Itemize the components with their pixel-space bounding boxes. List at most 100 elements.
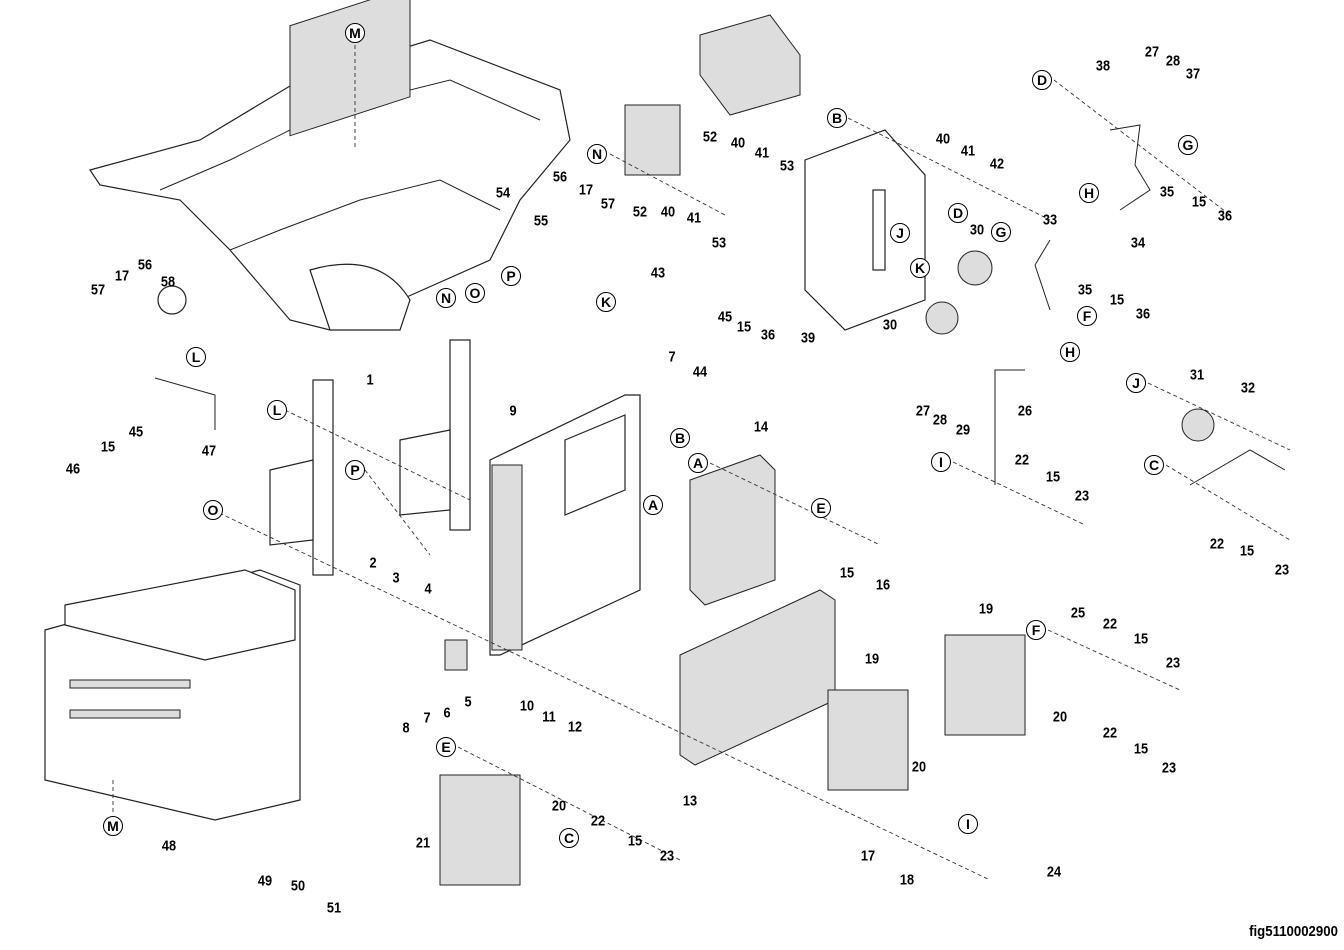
part-number-label: 4 <box>424 580 432 598</box>
part-number-label: 48 <box>161 837 177 855</box>
reference-callout-circle: L <box>186 347 206 367</box>
leader-line <box>709 462 881 546</box>
reference-callout-circle: H <box>1060 342 1080 362</box>
heatsink-14 <box>689 454 776 606</box>
leader-line <box>1047 629 1181 691</box>
chassis-frame <box>89 0 571 331</box>
part-number-label: 23 <box>1165 654 1181 672</box>
part-number-label: 45 <box>128 423 144 441</box>
part-number-label: 41 <box>754 144 770 162</box>
part-number-label: 20 <box>1052 708 1068 726</box>
part-58-disc <box>157 285 187 315</box>
part-number-label: 21 <box>415 834 431 852</box>
part-number-label: 17 <box>114 267 130 285</box>
part-number-label: 31 <box>1189 366 1205 384</box>
contactor-30 <box>957 250 993 286</box>
reference-callout-circle: J <box>890 223 910 243</box>
part-number-label: 15 <box>1133 740 1149 758</box>
heatsink-13 <box>679 589 836 766</box>
part-number-label: 40 <box>730 134 746 152</box>
reference-callout-circle: A <box>643 495 663 515</box>
part-number-label: 15 <box>1045 468 1061 486</box>
reference-callout-circle: A <box>688 453 708 473</box>
part-number-label: 22 <box>590 812 606 830</box>
reference-callout-circle: D <box>948 203 968 223</box>
heatsink-52-left <box>624 104 681 176</box>
part-number-label: 23 <box>1074 487 1090 505</box>
reference-callout-circle: B <box>827 108 847 128</box>
part-number-label: 22 <box>1102 724 1118 742</box>
upright-1-foot <box>399 429 451 516</box>
part-number-label: 34 <box>1130 234 1146 252</box>
part-number-label: 33 <box>1042 211 1058 229</box>
part-number-label: 15 <box>736 318 752 336</box>
reference-callout-circle: J <box>1126 373 1146 393</box>
part-number-label: 28 <box>932 411 948 429</box>
part-number-label: 58 <box>160 273 176 291</box>
part-number-label: 22 <box>1014 451 1030 469</box>
reference-callout-circle: P <box>501 266 521 286</box>
panel-connectors <box>491 464 523 651</box>
contactor-30-b <box>925 301 959 335</box>
part-number-label: 8 <box>402 719 410 737</box>
part-number-label: 25 <box>1070 604 1086 622</box>
part-number-label: 49 <box>257 872 273 890</box>
part-number-label: 47 <box>201 442 217 460</box>
part-number-label: 36 <box>1135 305 1151 323</box>
part-number-label: 17 <box>860 847 876 865</box>
part-number-label: 45 <box>717 308 733 326</box>
part-number-label: 38 <box>1095 57 1111 75</box>
part-number-label: 15 <box>839 564 855 582</box>
part-number-label: 40 <box>935 130 951 148</box>
part-number-label: 23 <box>1161 759 1177 777</box>
part-number-label: 39 <box>800 329 816 347</box>
part-number-label: 1 <box>366 371 374 389</box>
part-number-label: 35 <box>1159 183 1175 201</box>
part-number-label: 19 <box>978 600 994 618</box>
part-number-label: 14 <box>753 418 769 436</box>
part-number-label: 11 <box>542 708 556 726</box>
part-number-label: 27 <box>915 402 931 420</box>
reference-callout-circle: G <box>991 222 1011 242</box>
part-number-label: 9 <box>509 402 517 420</box>
part-number-label: 5 <box>464 693 472 711</box>
reference-callout-circle: K <box>910 258 930 278</box>
part-number-label: 13 <box>682 792 698 810</box>
part-number-label: 52 <box>632 203 648 221</box>
figure-id: fig5110002900 <box>1249 923 1338 940</box>
reference-callout-circle: M <box>345 23 365 43</box>
part-number-label: 28 <box>1165 52 1181 70</box>
part-number-label: 35 <box>1077 281 1093 299</box>
part-number-label: 7 <box>423 709 431 727</box>
reference-callout-circle: I <box>931 452 951 472</box>
part-number-label: 56 <box>552 168 568 186</box>
part-number-label: 44 <box>692 363 708 381</box>
bracket-34 <box>1109 124 1151 211</box>
part-number-label: 32 <box>1240 379 1256 397</box>
part-number-label: 52 <box>702 128 718 146</box>
part-number-label: 53 <box>711 234 727 252</box>
reference-callout-circle: O <box>203 500 223 520</box>
leader-line <box>212 509 991 881</box>
bracket-47 <box>154 377 216 430</box>
part-number-label: 6 <box>443 704 451 722</box>
reference-callout-circle: C <box>1144 455 1164 475</box>
leader-line <box>609 153 726 216</box>
bracket-26 <box>994 369 1025 485</box>
part-number-label: 16 <box>875 576 891 594</box>
controller-19-b <box>944 634 1026 736</box>
reference-callout-circle: D <box>1032 70 1052 90</box>
reference-callout-circle: G <box>1178 135 1198 155</box>
part-number-label: 37 <box>1185 65 1201 83</box>
part-number-label: 23 <box>1274 561 1290 579</box>
reference-callout-circle: O <box>465 283 485 303</box>
part-number-label: 42 <box>989 155 1005 173</box>
part-number-label: 23 <box>659 847 675 865</box>
leader-line <box>364 469 431 556</box>
reference-callout-circle: L <box>267 400 287 420</box>
mounting-plate-39 <box>804 129 926 331</box>
part-number-label: 20 <box>911 758 927 776</box>
contactor-31 <box>1181 408 1215 442</box>
part-number-label: 51 <box>326 899 342 917</box>
